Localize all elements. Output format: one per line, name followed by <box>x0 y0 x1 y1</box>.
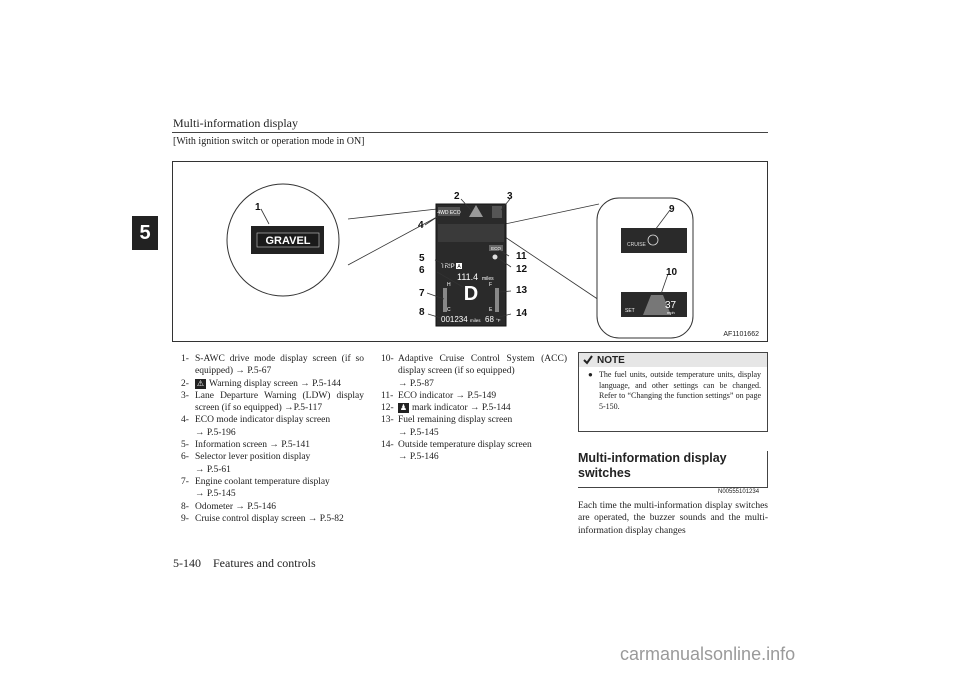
list-item: 2-⚠Warning display screen → P.5-144 <box>181 378 341 389</box>
temp-unit: °F <box>496 318 501 323</box>
checkmark-icon <box>583 355 593 365</box>
callout-13: 13 <box>516 285 528 296</box>
gauge-c: C <box>447 307 451 313</box>
list-item: → P.5-146 <box>398 452 439 463</box>
callout-5: 5 <box>419 253 425 264</box>
legend-list-left: 1-S-AWC drive mode display screen (if so… <box>181 353 364 525</box>
callout-2: 2 <box>454 191 460 202</box>
watermark: carmanualsonline.info <box>620 644 796 664</box>
cruise-label: CRUISE <box>627 242 647 248</box>
warning-icon: ⚠ <box>195 378 206 389</box>
eco-chip: ECO <box>491 246 501 251</box>
note-body: ● The fuel units, outside temperature un… <box>588 370 761 411</box>
acc-speed: 37 <box>665 300 677 311</box>
trip-label: TRIP <box>441 264 455 270</box>
list-item: 12-♟mark indicator → P.5-144 <box>381 403 511 414</box>
list-item: → P.5-196 <box>195 427 236 438</box>
acc-unit: mph <box>667 310 675 315</box>
trip-value: 111.4 <box>457 272 478 282</box>
section-title: Multi-information display switches <box>578 451 727 480</box>
page-header-title: Multi-information display <box>173 116 298 130</box>
list-item: 14-Outside temperature display screen <box>381 440 532 451</box>
seatbelt-icon: ♟ <box>398 403 409 414</box>
outside-temp: 68 <box>485 315 494 324</box>
trip-unit: miles <box>482 276 494 282</box>
mode-chips: 4WD ECO <box>437 210 460 216</box>
callout-7: 7 <box>419 288 425 299</box>
section-underline <box>578 487 768 488</box>
gear-display: D <box>464 283 478 305</box>
note-heading: NOTE <box>597 354 625 366</box>
list-item: 9-Cruise control display screen → P.5-82 <box>181 513 344 524</box>
callout-10: 10 <box>666 267 678 278</box>
list-item: 11-ECO indicator → P.5-149 <box>381 390 497 401</box>
callout-4: 4 <box>418 220 424 231</box>
note-header: NOTE <box>579 353 767 367</box>
callout-14: 14 <box>516 308 528 319</box>
callout-12: 12 <box>516 264 528 275</box>
callout-11: 11 <box>516 251 527 262</box>
list-item: → P.5-87 <box>398 378 434 389</box>
callout-1: 1 <box>255 202 261 213</box>
section-bar <box>767 451 768 488</box>
list-item: → P.5-145 <box>195 489 236 500</box>
list-item: 1-S-AWC drive mode display screen (if so… <box>181 354 364 377</box>
gauge-f: F <box>489 282 492 288</box>
instrument-diagram: GRAVEL 4WD ECO ECO TRIP A 111.4 miles D … <box>226 183 694 339</box>
callout-6: 6 <box>419 265 425 276</box>
list-item: 10-Adaptive Cruise Control System (ACC) … <box>381 354 567 377</box>
odo-unit: miles <box>470 318 481 323</box>
list-item: 8-Odometer → P.5-146 <box>181 501 277 512</box>
page-footer: 5-140 Features and controls <box>173 556 316 570</box>
gravel-label: GRAVEL <box>265 235 310 247</box>
trip-letter: A <box>457 264 461 270</box>
list-item: → P.5-61 <box>195 464 231 475</box>
odometer: 001234 <box>441 315 468 324</box>
list-item: → P.5-145 <box>398 427 439 438</box>
note-box: NOTE ● The fuel units, outside temperatu… <box>578 352 768 432</box>
list-item: 6-Selector lever position display <box>181 452 311 463</box>
instrument-figure: GRAVEL 4WD ECO ECO TRIP A 111.4 miles D … <box>172 161 768 342</box>
bullet-icon: ● <box>588 370 593 379</box>
gauge-h: H <box>447 282 451 288</box>
legend-list-right: 10-Adaptive Cruise Control System (ACC) … <box>381 353 567 464</box>
list-item: 4-ECO mode indicator display screen <box>181 415 331 426</box>
section-code: N00555101234 <box>718 489 760 495</box>
list-item: 7-Engine coolant temperature display <box>181 476 330 487</box>
callout-8: 8 <box>419 307 425 318</box>
chapter-tab: 5 <box>132 216 158 250</box>
header-divider <box>172 132 768 133</box>
set-label: SET <box>625 308 635 314</box>
list-item: 13-Fuel remaining display screen <box>381 415 513 426</box>
list-item: 5-Information screen → P.5-141 <box>181 440 311 451</box>
list-item: 3-Lane Departure Warning (LDW) display s… <box>181 390 364 414</box>
condition-text: [With ignition switch or operation mode … <box>173 136 365 147</box>
section-body: Each time the multi-information display … <box>578 501 768 536</box>
figure-code: AF1101662 <box>723 331 759 338</box>
callout-3: 3 <box>507 191 513 202</box>
gauge-e: E <box>489 307 493 313</box>
callout-9: 9 <box>669 204 675 215</box>
